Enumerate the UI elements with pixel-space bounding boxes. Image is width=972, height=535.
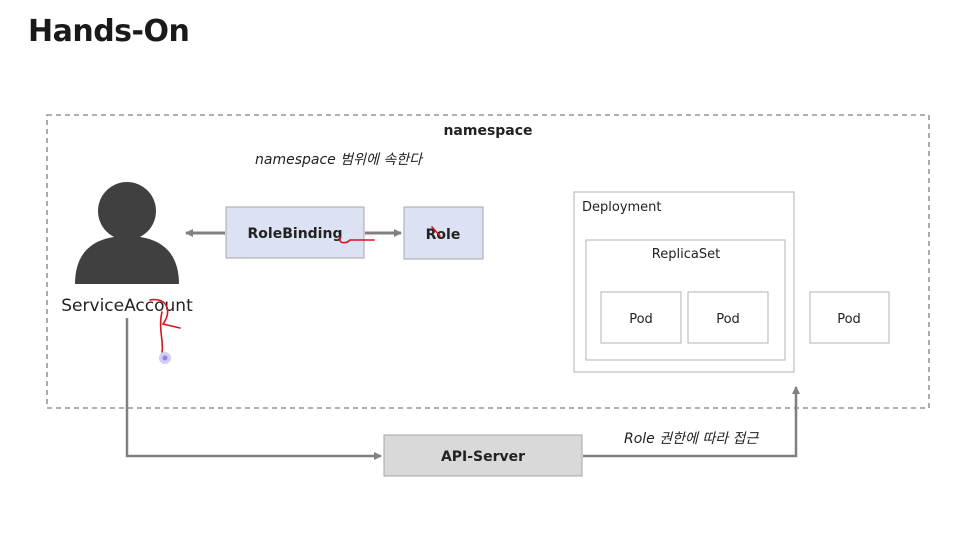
namespace-annotation: namespace 범위에 속한다: [255, 152, 424, 168]
access-annotation: Role 권한에 따라 접근: [624, 431, 759, 447]
replicaset-label: ReplicaSet: [652, 247, 720, 262]
service-account-icon: [75, 182, 179, 284]
service-account-label: ServiceAccount: [61, 296, 193, 316]
role-label: Role: [426, 227, 461, 243]
namespace-boundary: [46, 114, 930, 409]
pod-box-a: [600, 291, 682, 344]
role-binding-box: [225, 206, 365, 259]
pod-box-c: [809, 291, 890, 344]
red-pen-scribble: [149, 226, 441, 353]
role-binding-label: RoleBinding: [248, 226, 343, 242]
api-server-label: API-Server: [441, 449, 525, 465]
api-server-box: [383, 434, 583, 477]
pod-label-a: Pod: [629, 312, 653, 327]
arrow-serviceaccount-to-apiserver: [125, 318, 382, 460]
arrow-apiserver-to-deployment: [583, 386, 800, 458]
namespace-label: namespace: [443, 123, 532, 139]
cursor-dot-core: [162, 355, 168, 361]
pod-label-c: Pod: [837, 312, 861, 327]
deployment-label: Deployment: [582, 200, 662, 215]
page-title: Hands-On: [28, 14, 190, 49]
pod-label-b: Pod: [716, 312, 740, 327]
pod-box-b: [687, 291, 769, 344]
role-box: [403, 206, 484, 260]
